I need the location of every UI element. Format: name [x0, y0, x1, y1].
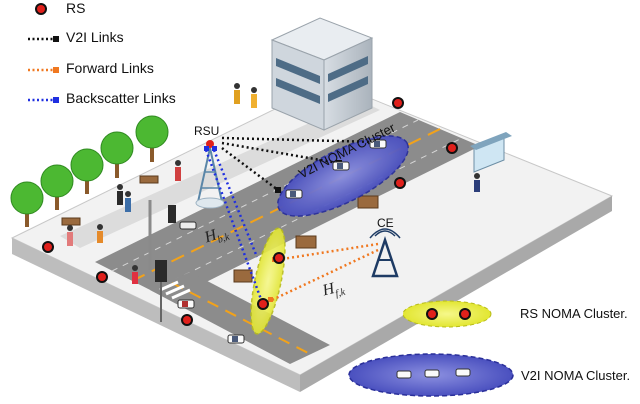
- rsu-label: RSU: [194, 124, 220, 138]
- ce-label: CE: [377, 216, 394, 230]
- tree-icon: [40, 164, 74, 210]
- backscatter-links: [204, 149, 264, 303]
- v2i-noma-cluster: [277, 135, 409, 217]
- legend-markers: [28, 3, 59, 103]
- rs-cluster-caption: RS NOMA Cluster.: [520, 306, 628, 321]
- forward-link: [275, 242, 379, 262]
- vehicle-icon: [179, 221, 197, 230]
- bus-stop-icon: [470, 132, 512, 173]
- pedestrian-icon: [132, 265, 138, 284]
- vehicle-icon: [227, 334, 245, 344]
- pedestrian-icon: [175, 160, 181, 181]
- pedestrian-icon: [97, 224, 103, 243]
- rs-dot-icon: [446, 142, 458, 154]
- pedestrian-icon: [117, 184, 123, 205]
- bench-icon: [233, 269, 253, 283]
- legend-forward-label: Forward Links: [66, 60, 154, 76]
- vehicle-group: [177, 139, 387, 344]
- rs-dots: [42, 97, 458, 326]
- traffic-light-icon: [168, 205, 176, 223]
- bench-group: [61, 175, 379, 283]
- street-furniture: [148, 200, 176, 322]
- backscatter-arrowhead-icon: [204, 146, 209, 151]
- rs-dot-icon: [181, 314, 193, 326]
- legend-rs-label: RS: [66, 0, 86, 16]
- v2i-links: [221, 136, 377, 191]
- rs-dot-icon: [257, 298, 269, 310]
- rs-dot-icon: [459, 308, 471, 320]
- rs-dot-icon: [392, 97, 404, 109]
- pedestrian-icon: [234, 83, 240, 104]
- tree-icon: [100, 131, 134, 178]
- vehicle-icon: [285, 189, 303, 199]
- vehicle-icon: [369, 139, 387, 149]
- cross-road: [150, 272, 330, 364]
- v2i-link: [221, 136, 377, 144]
- vehicle-icon: [332, 161, 350, 171]
- bench-icon: [139, 175, 159, 184]
- v2i-link: [221, 147, 279, 191]
- rs-dot-icon: [35, 3, 47, 15]
- backscatter-link: [212, 149, 259, 258]
- forward-links: [271, 242, 379, 302]
- rs-dot-icon: [42, 241, 54, 253]
- bench-icon: [357, 195, 379, 209]
- rs-dot-icon: [426, 308, 438, 320]
- rs-cluster-legend: [402, 300, 492, 328]
- vehicle-icon: [177, 299, 195, 309]
- tree-icon: [10, 181, 44, 227]
- sidewalk: [60, 100, 380, 248]
- vehicle-icon: [455, 368, 471, 377]
- backscatter-link: [204, 149, 264, 303]
- rs-dot-icon: [96, 271, 108, 283]
- v2i-cluster-legend: [348, 353, 514, 397]
- rs-dot-icon: [394, 177, 406, 189]
- pedestrian-icon: [125, 191, 131, 212]
- tree-row: [10, 115, 169, 227]
- building-icon: [270, 17, 374, 131]
- ce-tower-icon: [369, 228, 401, 278]
- backscatter-arrowhead-icon: [212, 146, 217, 151]
- vehicle-icon: [424, 369, 440, 378]
- tree-icon: [70, 148, 104, 194]
- legend-v2i-label: V2I Links: [66, 29, 124, 45]
- legend-backscatter-label: Backscatter Links: [66, 90, 176, 106]
- pedestrian-icon: [251, 87, 257, 108]
- rs-dot-icon: [273, 252, 285, 264]
- v2i-arrowhead-icon: [275, 187, 281, 193]
- pedestrian-icon: [474, 173, 480, 192]
- pedestrian-icon: [67, 225, 73, 246]
- tree-icon: [135, 115, 169, 162]
- v2i-cluster-caption: V2I NOMA Cluster.: [521, 368, 631, 383]
- bench-icon: [295, 235, 317, 249]
- vehicle-icon: [396, 370, 412, 379]
- bench-icon: [61, 217, 81, 226]
- forward-arrowhead-icon: [268, 297, 273, 302]
- pedestrian-group: [67, 83, 480, 284]
- traffic-light-icon: [155, 260, 167, 282]
